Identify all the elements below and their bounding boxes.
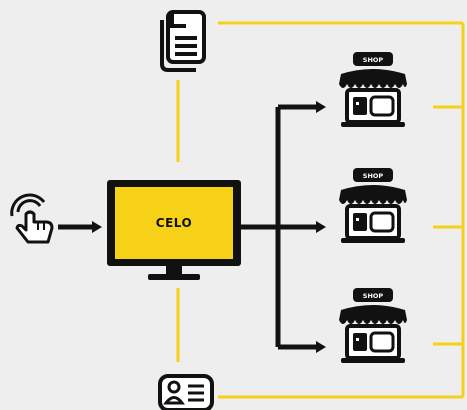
shop-sign-label: SHOP xyxy=(363,292,384,300)
document-icon xyxy=(160,10,206,72)
touch-gesture-icon xyxy=(10,193,54,244)
shop-sign-label: SHOP xyxy=(363,56,384,64)
distribution-connectors xyxy=(241,104,316,350)
monitor-screen xyxy=(115,187,233,259)
shop-icon-3: SHOP xyxy=(337,286,409,365)
monitor-label: CELO xyxy=(156,216,192,230)
celo-monitor: CELO xyxy=(107,180,241,280)
shop-icon-2: SHOP xyxy=(337,166,409,245)
id-card-icon xyxy=(158,374,214,410)
distribution-arrowheads xyxy=(316,101,326,353)
shop-sign-label: SHOP xyxy=(363,172,384,180)
shop-icon-1: SHOP xyxy=(337,50,409,129)
yellow-connectors xyxy=(176,21,465,399)
input-arrow xyxy=(58,221,102,233)
